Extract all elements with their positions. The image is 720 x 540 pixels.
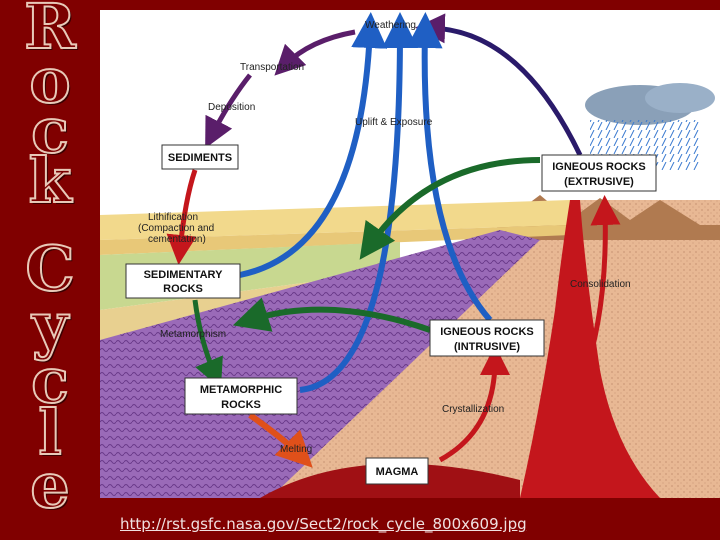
- svg-text:(INTRUSIVE): (INTRUSIVE): [454, 341, 520, 353]
- source-link[interactable]: http://rst.gsfc.nasa.gov/Sect2/rock_cycl…: [120, 515, 527, 533]
- box-igneous-extrusive: IGNEOUS ROCKS (EXTRUSIVE): [542, 155, 656, 191]
- svg-text:MAGMA: MAGMA: [376, 466, 419, 478]
- box-igneous-intrusive: IGNEOUS ROCKS (INTRUSIVE): [430, 320, 544, 356]
- title-letter-e: e: [0, 455, 100, 517]
- svg-text:SEDIMENTARY: SEDIMENTARY: [144, 269, 224, 281]
- svg-text:(EXTRUSIVE): (EXTRUSIVE): [564, 176, 634, 188]
- label-consolidation: Consolidation: [570, 279, 631, 290]
- title-letter-k: k: [0, 150, 100, 212]
- label-compaction: (Compaction and: [138, 223, 214, 234]
- label-metamorphism: Metamorphism: [160, 329, 226, 340]
- label-cementation: cementation): [148, 234, 206, 245]
- label-transportation: Transportation: [240, 62, 304, 73]
- box-sedimentary-rocks: SEDIMENTARY ROCKS: [126, 264, 240, 298]
- svg-text:IGNEOUS ROCKS: IGNEOUS ROCKS: [440, 326, 534, 338]
- label-melting: Melting: [280, 444, 312, 455]
- label-weathering: Weathering: [365, 20, 416, 31]
- svg-text:SEDIMENTS: SEDIMENTS: [168, 152, 232, 164]
- label-deposition: Deposition: [208, 102, 255, 113]
- svg-text:METAMORPHIC: METAMORPHIC: [200, 384, 282, 396]
- box-magma: MAGMA: [366, 458, 428, 484]
- label-uplift: Uplift & Exposure: [355, 117, 433, 128]
- rain-cloud-puff: [645, 83, 715, 113]
- box-metamorphic-rocks: METAMORPHIC ROCKS: [185, 378, 297, 414]
- svg-text:ROCKS: ROCKS: [163, 283, 203, 295]
- svg-text:IGNEOUS ROCKS: IGNEOUS ROCKS: [552, 161, 646, 173]
- rock-cycle-diagram: Weathering Transportation Deposition Upl…: [100, 10, 720, 498]
- box-sediments: SEDIMENTS: [162, 145, 238, 169]
- label-crystallization: Crystallization: [442, 404, 504, 415]
- label-lithification: Lithification: [148, 212, 198, 223]
- svg-text:ROCKS: ROCKS: [221, 399, 261, 411]
